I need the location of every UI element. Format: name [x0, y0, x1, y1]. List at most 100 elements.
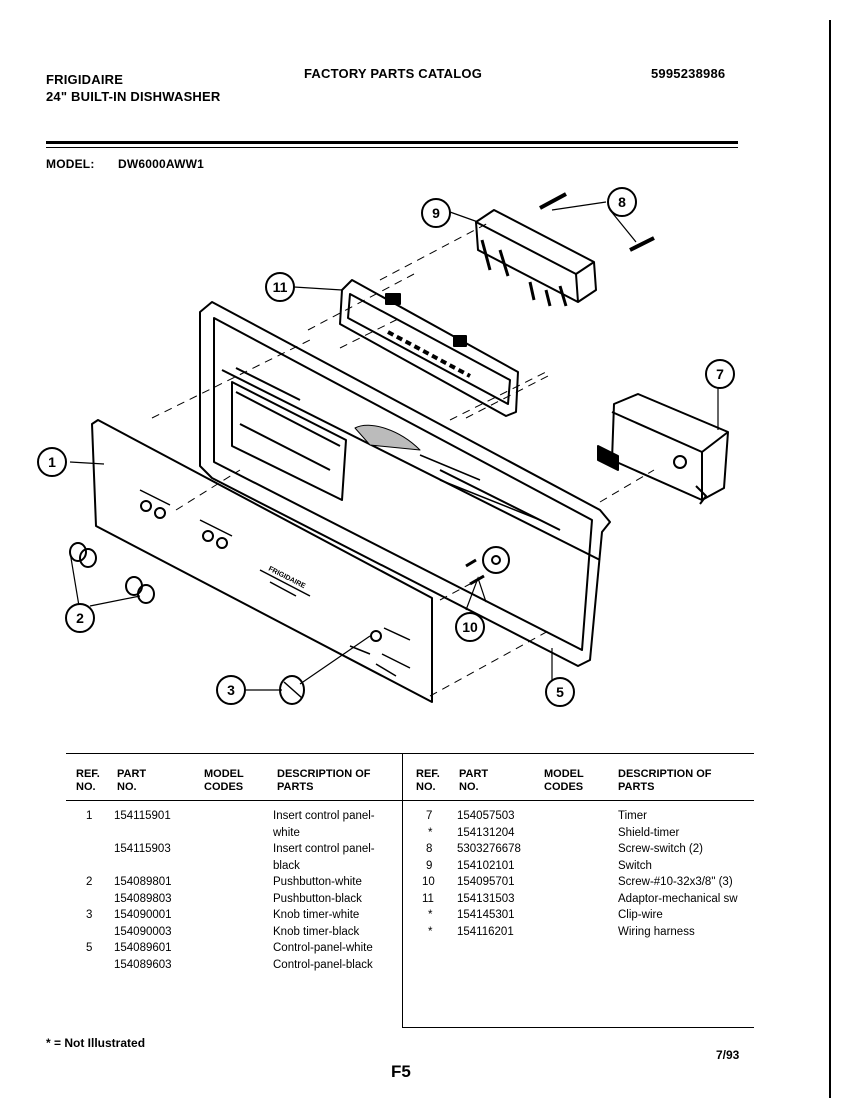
adaptor-part — [339, 279, 519, 417]
brand-name: FRIGIDAIRE — [46, 72, 124, 87]
not-illustrated-note: * = Not Illustrated — [46, 1036, 146, 1050]
insert-control-panel-part — [91, 419, 433, 703]
model-label: MODEL: — [46, 157, 95, 171]
desc-cell: Shield-timer — [618, 826, 680, 839]
callout-7 — [705, 359, 735, 389]
part-cell: 154102101 — [457, 859, 515, 872]
part-cell: 154116201 — [457, 925, 514, 938]
part-cell: 154115903 — [114, 843, 171, 855]
part-cell: 154089801 — [114, 876, 172, 888]
header-rule — [46, 141, 738, 144]
table-row: black — [70, 858, 400, 875]
header-model-right: MODEL CODES — [544, 768, 584, 793]
ref-cell: 11 — [422, 892, 434, 905]
table-row: 154089603 Control-panel-black — [70, 957, 400, 974]
ref-cell: 7 — [426, 810, 433, 822]
header-ref: REF. NO. — [76, 768, 100, 793]
desc-cell: Control-panel-black — [273, 958, 373, 971]
callout-label: 3 — [227, 682, 235, 698]
ref-cell: * — [428, 925, 433, 938]
table-row: 7 154057503 Timer — [410, 808, 828, 825]
header-rule-thin — [46, 147, 738, 148]
desc-cell: Wiring harness — [618, 925, 695, 938]
part-cell: 154131204 — [457, 826, 515, 839]
table-row: 2 154089801 Pushbutton-white — [70, 874, 400, 891]
callout-label: 10 — [462, 619, 478, 635]
table-top-rule — [66, 753, 754, 754]
callout-label: 11 — [273, 279, 288, 295]
table-row: 10 154095701 Screw-#10-32x3/8" (3) — [410, 874, 828, 891]
ref-cell: 1 — [86, 810, 93, 822]
callout-label: 8 — [618, 194, 626, 210]
header-part: PART NO. — [117, 768, 147, 793]
callout-label: 9 — [432, 205, 440, 221]
table-row: 154115903 Insert control panel- — [70, 841, 400, 858]
ref-cell: 10 — [422, 876, 435, 888]
table-row: 154089803 Pushbutton-black — [70, 891, 400, 908]
table-header-rule — [66, 800, 754, 801]
table-bottom-rule — [402, 1027, 754, 1028]
part-cell: 154090001 — [114, 909, 172, 921]
part-cell: 154115901 — [114, 810, 171, 822]
table-row: 5 154089601 Control-panel-white — [70, 940, 400, 957]
table-row: 9 154102101 Switch — [410, 858, 828, 875]
desc-cell: Control-panel-white — [273, 942, 373, 954]
table-row: 154090003 Knob timer-black — [70, 924, 400, 941]
callout-8 — [607, 187, 637, 217]
table-row: * 154116201 Wiring harness — [410, 924, 828, 941]
desc-cell: black — [273, 859, 300, 872]
desc-cell: Knob timer-white — [273, 909, 360, 921]
callout-1 — [37, 447, 67, 477]
ref-cell: 5 — [86, 942, 93, 954]
table-row: white — [70, 825, 400, 842]
page-border — [829, 20, 831, 1098]
switch-part — [475, 209, 597, 307]
part-cell: 5303276678 — [457, 843, 521, 855]
callout-label: 7 — [716, 366, 724, 382]
control-panel-part — [199, 301, 611, 667]
desc-cell: Knob timer-black — [273, 925, 360, 938]
part-cell: 154131503 — [457, 892, 515, 905]
desc-cell: Screw-#10-32x3/8" (3) — [618, 876, 733, 888]
callout-11 — [265, 272, 295, 302]
desc-cell: Pushbutton-white — [273, 876, 362, 888]
ref-cell: 2 — [86, 876, 93, 888]
header-desc: DESCRIPTION OF PARTS — [277, 768, 371, 793]
desc-cell: Clip-wire — [618, 909, 663, 921]
header-model: MODEL CODES — [204, 768, 244, 793]
part-cell: 154057503 — [457, 810, 515, 822]
desc-cell: Pushbutton-black — [273, 892, 362, 905]
callout-9 — [421, 198, 451, 228]
ref-cell: 8 — [426, 843, 433, 855]
desc-cell: Insert control panel- — [273, 843, 375, 855]
callout-5 — [545, 677, 575, 707]
table-divider — [402, 754, 403, 1028]
callout-label: 1 — [48, 454, 56, 470]
catalog-number: 5995238986 — [651, 66, 726, 81]
screw-parts — [539, 192, 655, 252]
ref-cell: * — [428, 826, 433, 839]
exploded-parts-diagram: 1 2 3 5 7 8 9 10 11 FRIGIDAIRE — [37, 187, 735, 707]
header-ref-right: REF. NO. — [416, 768, 440, 793]
callout-10 — [455, 612, 485, 642]
callout-3 — [216, 675, 246, 705]
part-cell: 154090003 — [114, 925, 172, 938]
page-number: F5 — [391, 1062, 411, 1081]
desc-cell: white — [273, 826, 300, 839]
desc-cell: Timer — [618, 810, 647, 822]
knob-part — [279, 675, 305, 705]
ref-cell: 9 — [426, 859, 433, 872]
part-cell: 154089803 — [114, 892, 172, 905]
part-cell: 154089603 — [114, 958, 172, 971]
callout-label: 2 — [76, 610, 84, 626]
table-row: 8 5303276678 Screw-switch (2) — [410, 841, 828, 858]
part-cell: 154095701 — [457, 876, 515, 888]
desc-cell: Screw-switch (2) — [618, 843, 703, 855]
header-desc-right: DESCRIPTION OF PARTS — [618, 768, 712, 793]
part-cell: 154089601 — [114, 942, 172, 954]
desc-cell: Switch — [618, 859, 652, 872]
